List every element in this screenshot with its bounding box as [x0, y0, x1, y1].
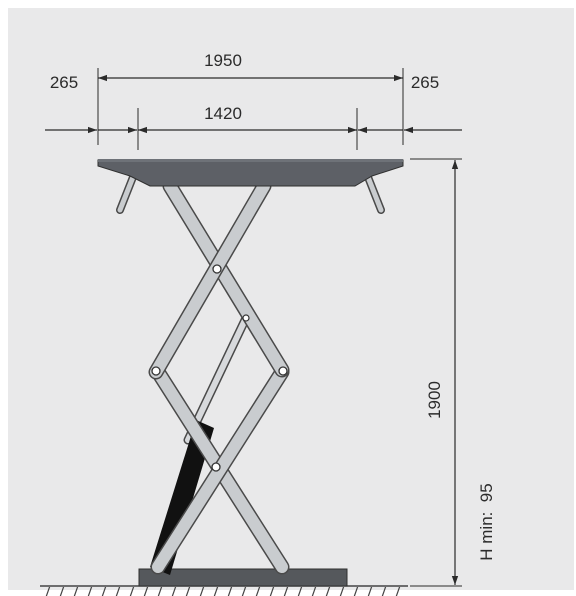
platform-top-edge	[98, 159, 403, 162]
right-overhang-label: 265	[411, 73, 439, 92]
ground	[40, 585, 408, 596]
pivot-pin	[278, 366, 288, 376]
left-overhang-label: 265	[50, 73, 78, 92]
hydraulic-cylinder	[150, 313, 251, 575]
max-height-label: 1900	[425, 381, 444, 419]
pivot-pin	[242, 314, 250, 322]
base-plate	[138, 568, 348, 587]
scissor-arm	[150, 364, 290, 575]
pivot-pin	[151, 366, 161, 376]
platform	[97, 159, 404, 187]
ramp-left	[116, 168, 139, 214]
min-height-label: H min: 95	[477, 483, 496, 560]
scissor-arm	[162, 178, 290, 378]
overall-width-label: 1950	[204, 51, 242, 70]
inner-width-label: 1420	[204, 104, 242, 123]
diagram-background	[8, 8, 574, 590]
scissor-arm	[148, 178, 272, 380]
pivot-pin	[212, 264, 222, 274]
pivot-pin	[211, 462, 221, 472]
